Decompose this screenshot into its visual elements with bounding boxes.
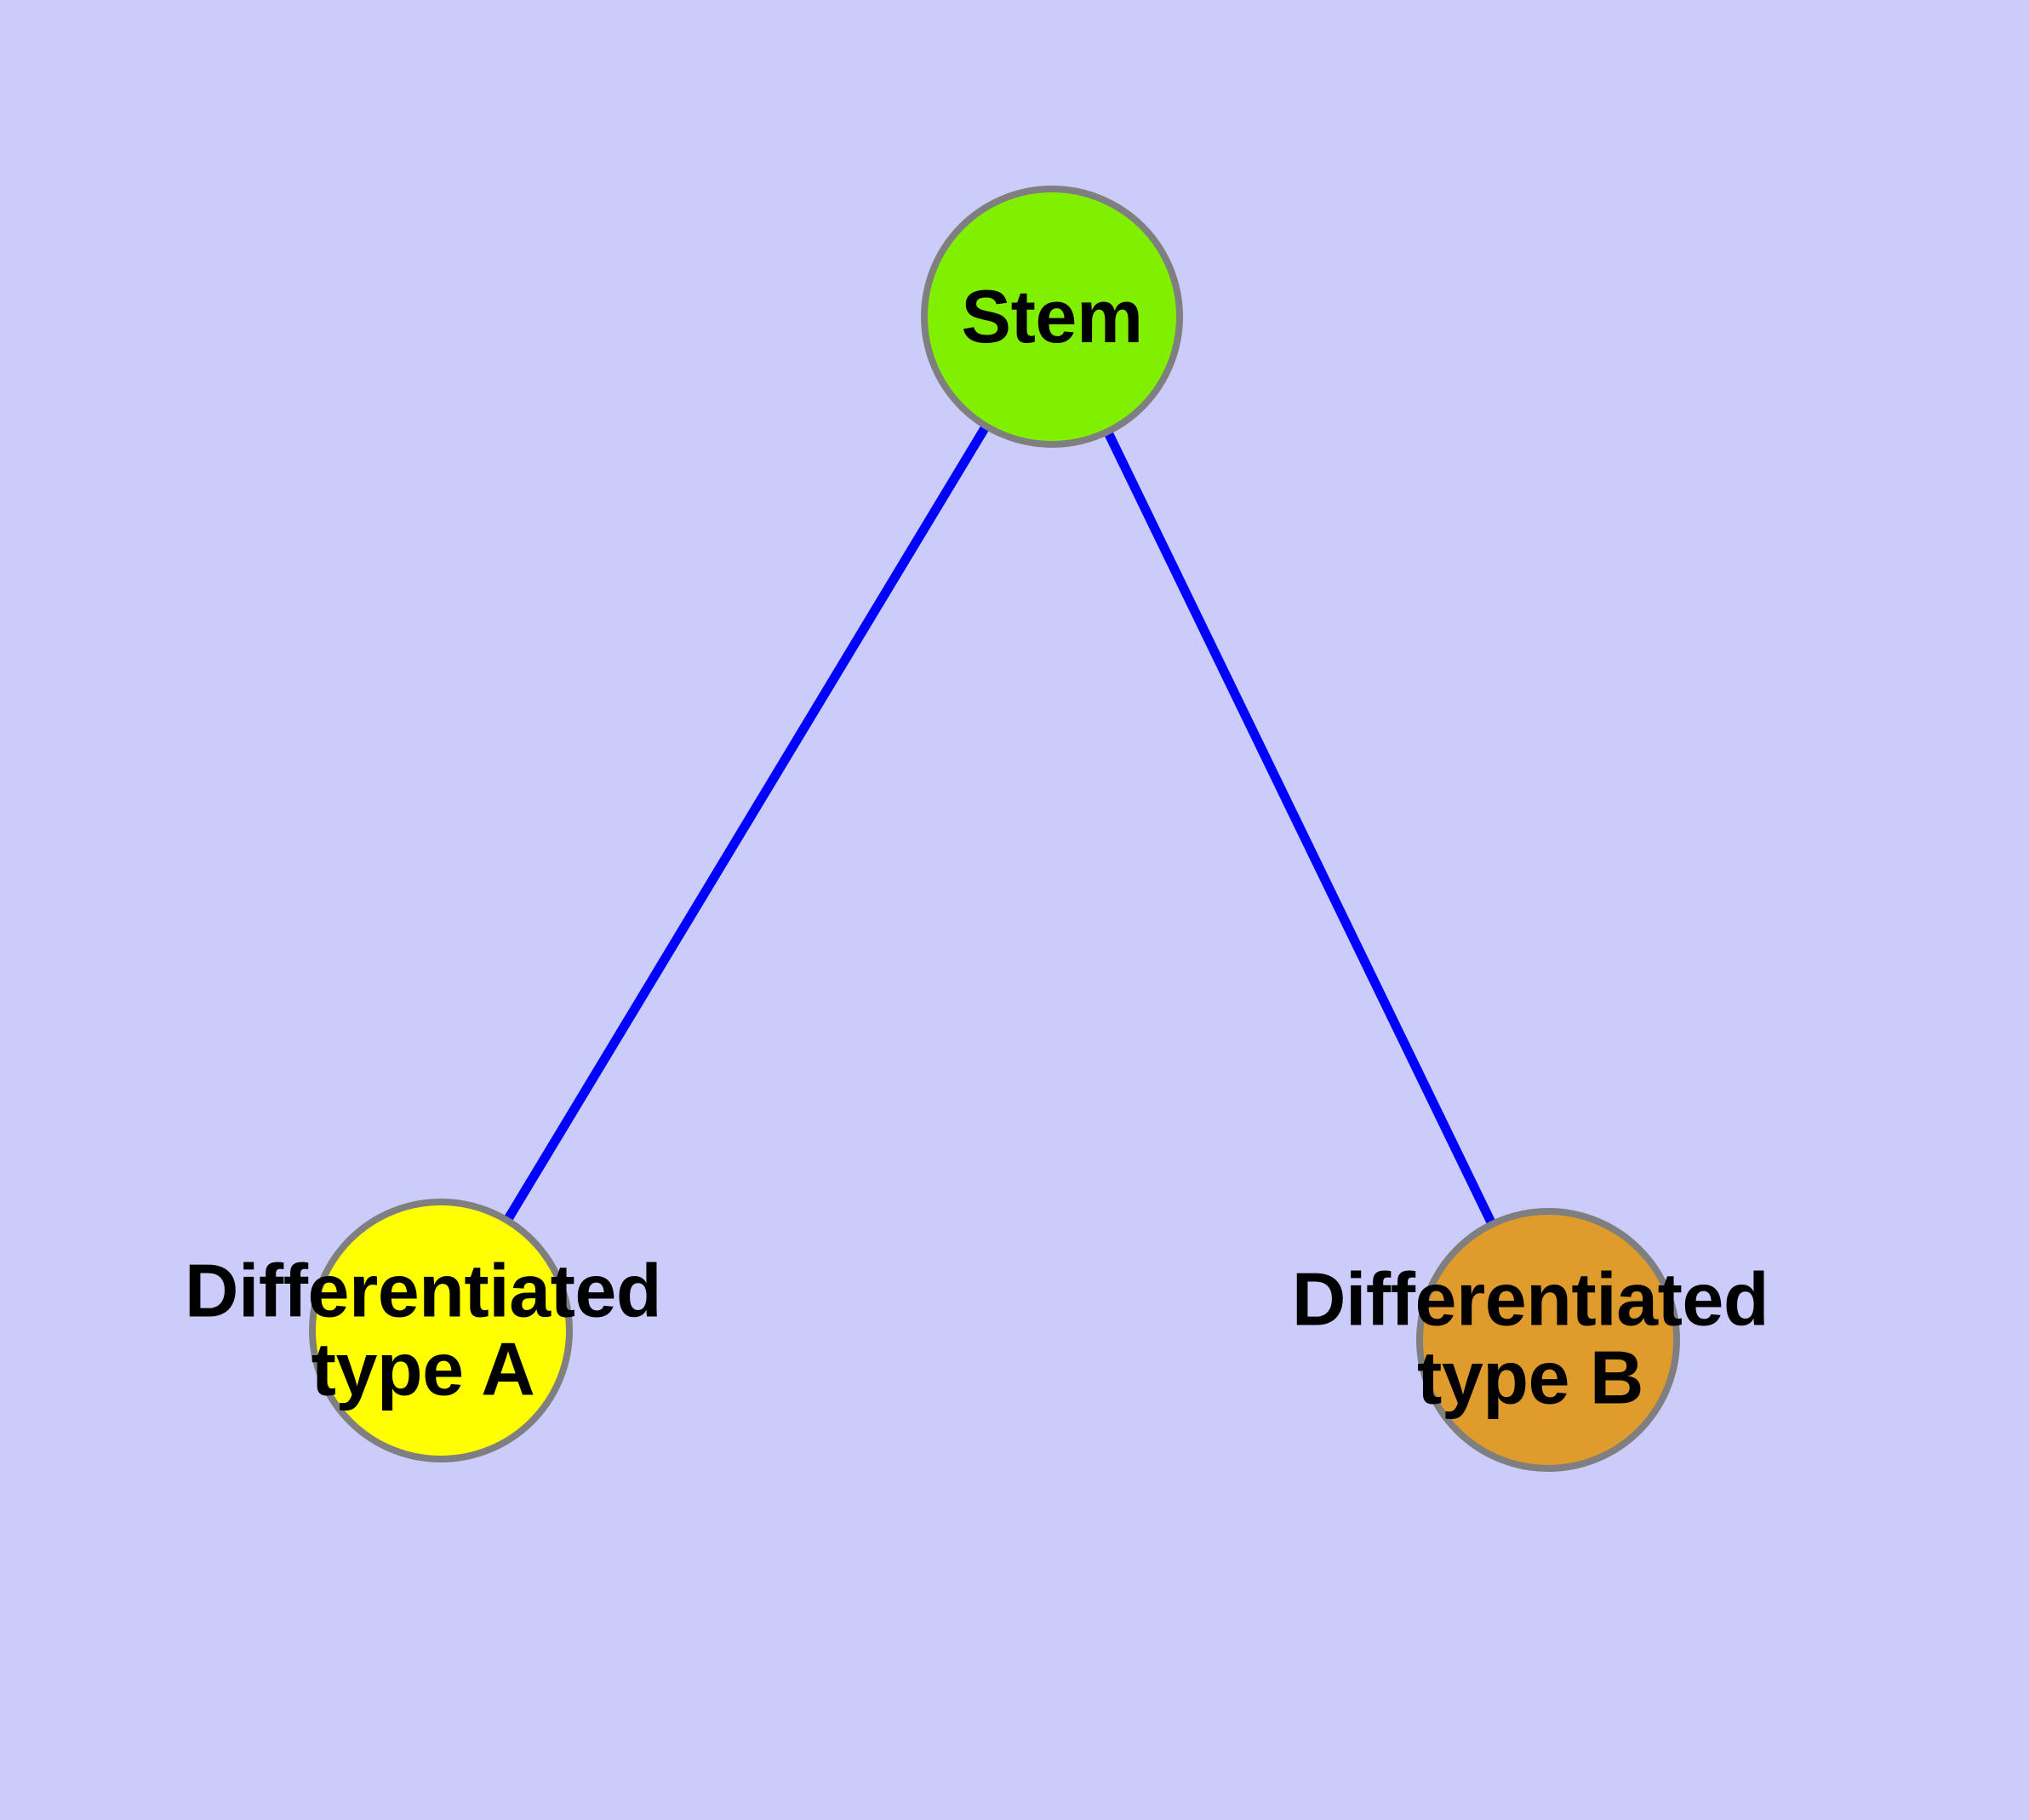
node-diff-b-circle[interactable]: [1416, 1208, 1680, 1472]
node-diff-a-circle[interactable]: [309, 1199, 573, 1462]
edge-stem-to-diff-b[interactable]: [1048, 314, 1552, 1342]
edges-group: [437, 314, 1552, 1342]
nodes-group: [309, 186, 1680, 1472]
node-stem-circle[interactable]: [921, 186, 1183, 448]
edge-stem-to-diff-a[interactable]: [437, 314, 1056, 1333]
